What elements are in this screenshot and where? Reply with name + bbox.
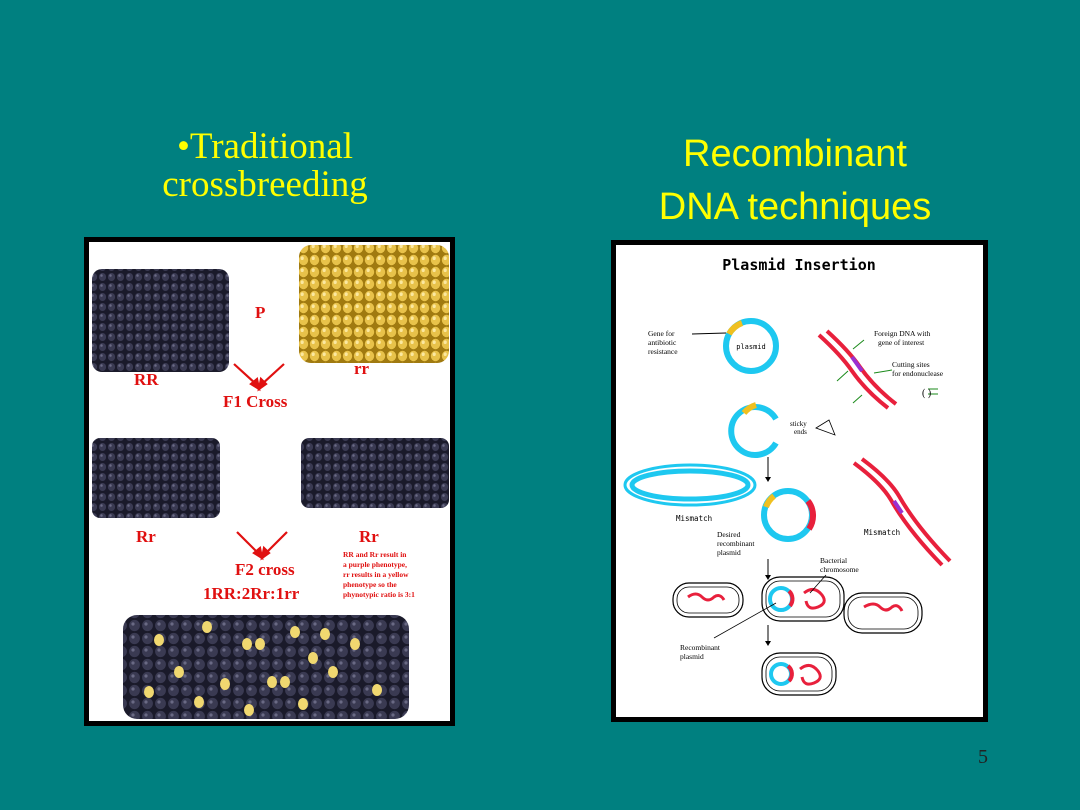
plasmid-diagram-svg: Plasmid Insertion plasmid Gene for antib… [623,256,952,696]
bacterium-right [843,592,923,634]
foreign-line-1: Foreign DNA with [874,329,931,338]
gene-for-line-1: Gene for [648,329,675,338]
sticky-ends-label: sticky ends [790,420,807,436]
note-line-2: a purple phenotype, [343,560,407,569]
recombinant-pointer [713,602,777,639]
left-heading-line1: •Traditional [176,126,354,167]
right-heading-line1: Recombinant [683,133,907,175]
f1-corn-ear-right [301,438,449,508]
rr-left-label: Rr [136,527,156,546]
foreign-dna-label: Foreign DNA with gene of interest Cuttin… [874,329,944,378]
gene-for-line-3: resistance [648,347,678,356]
cut-symbol: ( ) [922,388,931,399]
desired-line-1: Desired [717,530,741,539]
f1-cross-label: F1 Cross [223,392,288,411]
rr-recessive-label: rr [354,359,370,378]
corn-figure-svg: P RR rr F1 Cross Rr Rr F2 cross 1RR:2Rr:… [92,245,449,719]
left-heading-line2: crossbreeding [162,164,368,205]
bacterium-left [672,582,744,618]
right-heading-line2: DNA techniques [658,186,932,228]
note-line-4: phenotype so the [343,580,397,589]
bacterial-line-1: Bacterial [820,556,847,565]
mismatch-dna-right [852,457,952,567]
chromosome-pointer [809,574,827,594]
bacterial-line-2: chromosome [820,565,859,574]
ratio-label: 1RR:2Rr:1rr [203,584,300,603]
note-line-3: rr results in a yellow [343,570,409,579]
recombinant-line-1: Recombinant [680,643,721,652]
f1-arrows [233,363,285,392]
rr-right-label: Rr [359,527,379,546]
cut-plasmid [728,402,836,458]
foreign-line-2: gene of interest [878,338,925,347]
page-number: 5 [978,746,988,768]
plasmid-label: plasmid [736,343,766,351]
cutting-line-2: for endonuclease [892,369,944,378]
mismatch-plasmid-left-outer [623,463,757,507]
mismatch-right-label: Mismatch [864,528,900,537]
mismatch-left-label: Mismatch [676,514,712,523]
cut-site-arrows [836,339,938,404]
foreign-dna [817,329,898,410]
sticky-line-2: ends [794,428,807,436]
diagram-title: Plasmid Insertion [722,256,876,274]
recombinant-label: Recombinant plasmid [680,643,721,661]
desired-recombinant-plasmid [761,488,817,542]
f2-mixed-corn-ear [123,615,409,719]
phenotype-note: RR and Rr result in a purple phenotype, … [343,550,415,599]
p-label: P [255,303,265,322]
yellow-corn-ear [299,245,449,363]
recombinant-line-2: plasmid [680,652,704,661]
mismatch-plasmid-left [629,468,751,502]
desired-line-2: recombinant [717,539,755,548]
note-line-1: RR and Rr result in [343,550,407,559]
bacterium-final [761,652,837,696]
rr-dominant-label: RR [134,370,159,389]
bacterial-chromosome-label: Bacterial chromosome [820,556,859,574]
plasmid-insertion-diagram: Plasmid Insertion plasmid Gene for antib… [611,240,988,722]
corn-crossbreeding-figure: P RR rr F1 Cross Rr Rr F2 cross 1RR:2Rr:… [84,237,455,726]
bacterium-center [761,576,845,622]
original-plasmid [691,318,779,374]
sticky-line-1: sticky [790,420,807,428]
f2-cross-label: F2 cross [235,560,295,579]
left-heading: •Traditional crossbreeding [130,128,400,204]
f2-arrows [236,531,288,561]
purple-corn-ear [92,269,229,372]
note-line-5: phynotypic ratio is 3:1 [343,590,415,599]
gene-for-line-2: antibiotic [648,338,677,347]
gene-for-label: Gene for antibiotic resistance [648,329,678,356]
f1-corn-ear-left [92,438,220,518]
cutting-line-1: Cutting sites [892,360,930,369]
right-heading: Recombinant DNA techniques [600,128,990,234]
desired-label: Desired recombinant plasmid [717,530,755,557]
desired-line-3: plasmid [717,548,741,557]
